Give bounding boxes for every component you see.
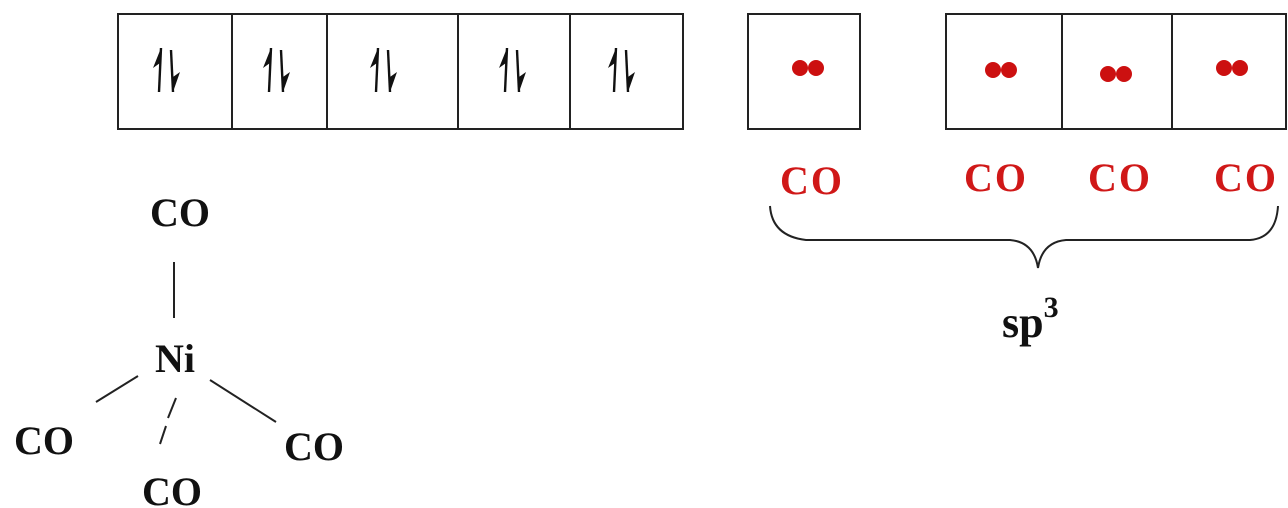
p-orbital-box-row [945,13,1287,130]
ligand-top: CO [150,190,210,235]
ligand-label-co: CO [780,158,844,203]
hybridization-label: sp3 [1002,291,1059,347]
d-orbital-box-row [117,13,684,130]
s-orbital-box [747,13,861,130]
d-orbital-frame [117,13,684,130]
bond-left [95,375,139,403]
ligand-right: CO [284,424,344,469]
hybridization-superscript: 3 [1044,291,1059,324]
structural-formula: CO Ni CO CO CO [14,190,344,508]
central-atom: Ni [155,336,195,381]
bond-right [209,379,277,423]
bond-back-dash [159,425,167,445]
ligand-left: CO [14,418,74,463]
ligand-label-co: CO [1214,155,1278,200]
ligand-label-co: CO [1088,155,1152,200]
hybrid-brace [769,205,1279,269]
hybridization-base: sp [1002,298,1044,347]
bond-back-dash [167,397,177,419]
ligand-label-co: CO [964,155,1028,200]
ligand-bottom: CO [142,469,202,508]
